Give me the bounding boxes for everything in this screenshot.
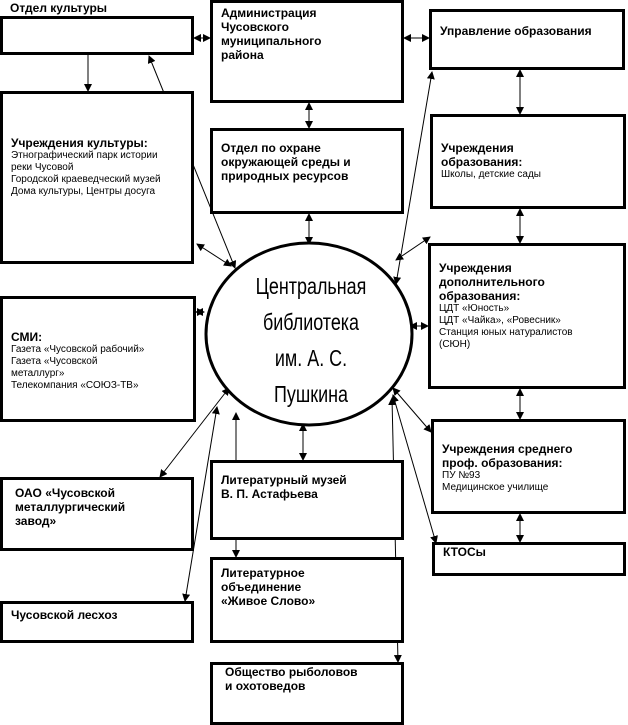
metallurgical-plant-title: ОАО «Чусовской металлургический завод» (15, 486, 126, 528)
literary-museum-box: Литературный музей В. П. Астафьева (210, 460, 404, 540)
administration-box: Администрация Чусовского муниципального … (210, 0, 404, 103)
forestry-title: Чусовской лесхоз (11, 608, 118, 622)
metallurgical-plant-box: ОАО «Чусовской металлургический завод» (0, 477, 194, 551)
additional-education-title: Учреждения дополнительного образования: (439, 261, 545, 303)
link-library-edu-inst (395, 236, 431, 261)
ktos-box: КТОСы (432, 542, 626, 576)
central-library-label: Центральная библиотека им. А. С. Пушкина (245, 268, 378, 412)
fishermen-society-title: Общество рыболовов и охотоведов (225, 665, 358, 693)
media-list: Газета «Чусовской рабочий» Газета «Чусов… (11, 344, 145, 391)
secondary-prof-list: ПУ №93 Медицинское училище (442, 470, 549, 493)
media-title: СМИ: (11, 330, 43, 344)
link-library-secondary (392, 387, 432, 433)
education-mgmt-box: Управление образования (429, 9, 625, 70)
literary-museum-title: Литературный музей В. П. Астафьева (221, 473, 347, 501)
education-mgmt-title: Управление образования (440, 24, 592, 38)
central-library-line-2: библиотека (262, 309, 360, 335)
environment-dept-title: Отдел по охране окружающей среды и приро… (221, 141, 351, 183)
secondary-prof-title: Учреждения среднего проф. образования: (442, 442, 573, 470)
secondary-prof-box: Учреждения среднего проф. образования: П… (431, 419, 626, 514)
link-library-forestry (182, 406, 220, 602)
ktos-title: КТОСы (443, 545, 486, 559)
media-box: СМИ: Газета «Чусовской рабочий» Газета «… (0, 296, 196, 422)
administration-title: Администрация Чусовского муниципального … (221, 6, 322, 62)
culture-dept-label: Отдел культуры (10, 1, 108, 15)
education-institutions-box: Учреждения образования: Школы, детские с… (430, 114, 626, 209)
link-library-culture-inst (196, 243, 232, 267)
education-institutions-title: Учреждения образования: (441, 141, 523, 169)
culture-institutions-box: Учреждения культуры: Этнографический пар… (0, 91, 194, 264)
education-institutions-list: Школы, детские сады (441, 169, 541, 180)
fishermen-society-box: Общество рыболовов и охотоведов (210, 662, 404, 725)
culture-institutions-title: Учреждения культуры: (11, 136, 148, 150)
additional-education-list: ЦДТ «Юность» ЦДТ «Чайка», «Ровесник» Ста… (439, 303, 573, 350)
environment-dept-box: Отдел по охране окружающей среды и приро… (210, 128, 404, 214)
additional-education-box: Учреждения дополнительного образования: … (428, 243, 626, 389)
central-library-line-3: им. А. С. Пушкина (273, 345, 349, 407)
literary-association-title: Литературное объединение «Живое Слово» (221, 566, 316, 608)
forestry-box: Чусовской лесхоз (0, 601, 194, 643)
literary-association-box: Литературное объединение «Живое Слово» (210, 557, 404, 643)
culture-dept-box (0, 16, 194, 55)
central-library-line-1: Центральная (255, 273, 367, 299)
central-library-ellipse (204, 241, 414, 427)
culture-institutions-list: Этнографический парк истории реки Чусово… (11, 150, 161, 197)
